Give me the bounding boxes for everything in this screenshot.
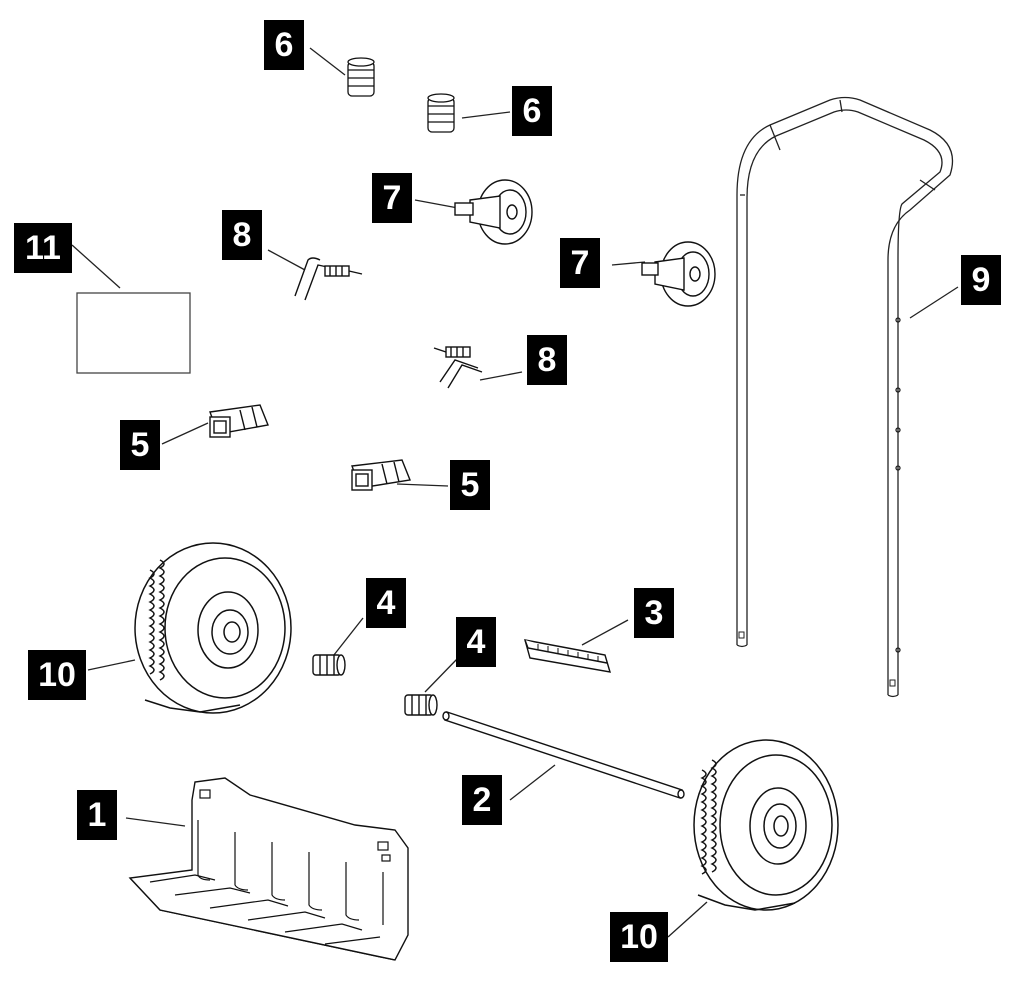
callout-8-lower: 8	[527, 335, 567, 385]
axle-rod	[442, 711, 685, 799]
spring-pin-upper	[294, 257, 363, 301]
callout-7-left: 7	[372, 173, 412, 223]
callout-10-left: 10	[28, 650, 86, 700]
callout-4-upper: 4	[366, 578, 406, 628]
leader-lines	[71, 47, 959, 938]
callout-4-lower: 4	[456, 617, 496, 667]
callout-9: 9	[961, 255, 1001, 305]
spring-pin-lower	[433, 346, 483, 389]
callout-5-lower: 5	[450, 460, 490, 510]
callout-2: 2	[462, 775, 502, 825]
callout-1: 1	[77, 790, 117, 840]
caster-wheel-left	[454, 179, 533, 245]
wheel-right	[693, 739, 839, 911]
axle-bushing-lower	[404, 694, 438, 716]
callout-11: 11	[14, 223, 72, 273]
callout-5-upper: 5	[120, 420, 160, 470]
callout-3: 3	[634, 588, 674, 638]
end-cap-lower	[351, 459, 411, 491]
end-cap-upper	[209, 404, 269, 438]
caster-wheel-right	[641, 241, 716, 307]
nose-plate	[128, 777, 409, 961]
manual-sheet	[76, 292, 191, 374]
plug-cap-top	[347, 57, 375, 97]
callout-10-right: 10	[610, 912, 668, 962]
callout-6-top: 6	[264, 20, 304, 70]
wheel-left	[134, 542, 292, 714]
callout-6-middle: 6	[512, 86, 552, 136]
axle-bushing-upper	[312, 654, 346, 676]
callout-8-upper: 8	[222, 210, 262, 260]
axle-bracket	[524, 639, 611, 673]
callout-7-right: 7	[560, 238, 600, 288]
handle-frame	[736, 96, 954, 698]
plug-cap-middle	[427, 93, 455, 133]
